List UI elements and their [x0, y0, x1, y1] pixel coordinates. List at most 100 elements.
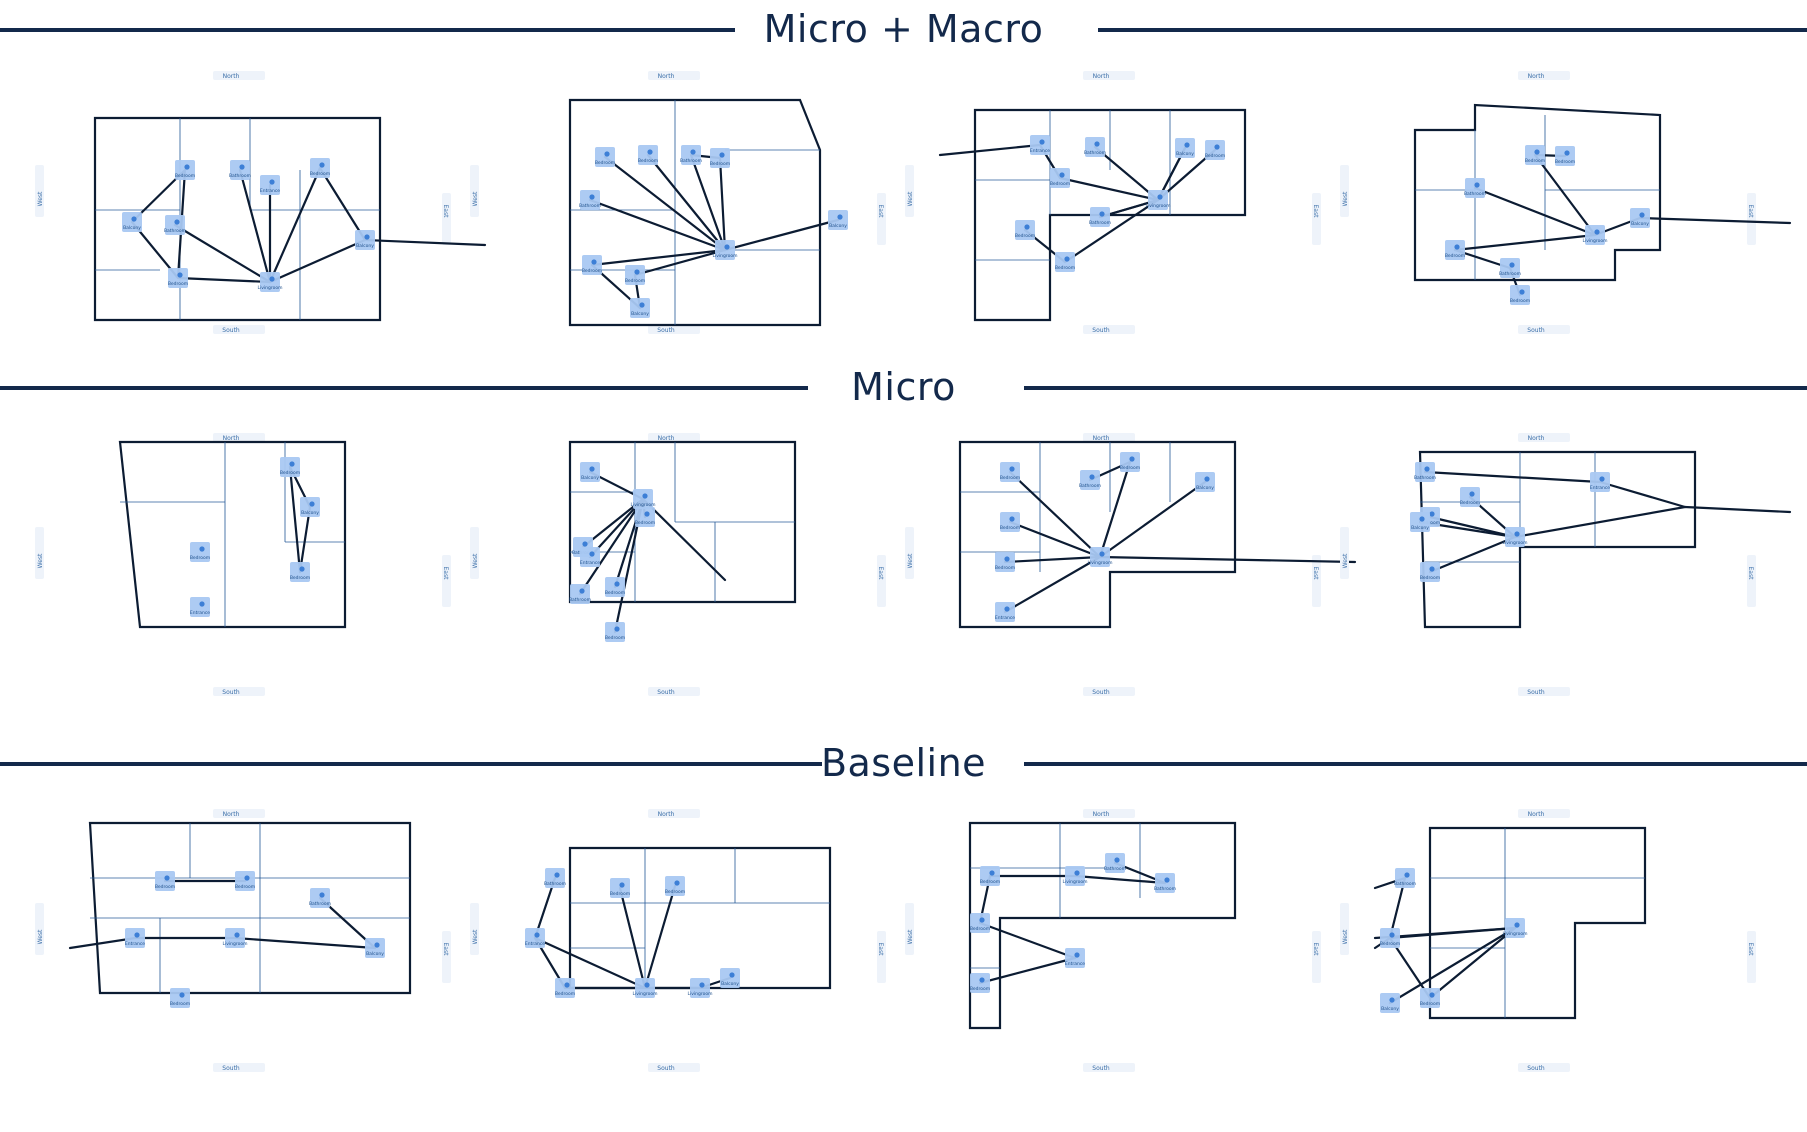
room-node-bedroom[interactable]: Bedroom [1460, 487, 1480, 507]
room-node-bathroom[interactable]: Bathroom [1089, 207, 1111, 227]
room-node-bedroom[interactable]: Bedroom [970, 913, 990, 933]
room-node-bathroom[interactable]: Bathroom [680, 145, 702, 165]
room-node-bedroom[interactable]: Bedroom [995, 552, 1015, 572]
room-node-entrance[interactable]: Entrance [995, 602, 1015, 622]
room-node-bedroom[interactable]: Bedroom [970, 973, 990, 993]
room-node-bathroom[interactable]: Bathroom [1084, 137, 1106, 157]
room-node-bedroom[interactable]: Bedroom [235, 871, 255, 891]
room-node-bedroom[interactable]: Bedroom [280, 457, 300, 477]
room-connection-edge [588, 198, 727, 252]
room-node-balcony[interactable]: Balcony [1195, 472, 1215, 492]
room-node-box [310, 158, 330, 178]
room-node-livingroom[interactable]: Livingroom [687, 978, 713, 998]
room-node-bedroom[interactable]: Bedroom [980, 866, 1000, 886]
room-node-bedroom[interactable]: Bedroom [168, 268, 188, 288]
room-node-bedroom[interactable]: Bedroom [290, 562, 310, 582]
room-node-balcony[interactable]: Balcony [1380, 993, 1400, 1013]
room-node-bathroom[interactable]: Bathroom [579, 190, 601, 210]
room-node-bedroom[interactable]: Bedroom [175, 160, 195, 180]
room-node-bedroom[interactable]: Bedroom [595, 147, 615, 167]
room-node-livingroom[interactable]: Livingroom [632, 978, 658, 998]
room-node-bathroom[interactable]: Bathroom [1464, 178, 1486, 198]
room-node-bedroom[interactable]: Bedroom [1000, 512, 1020, 532]
room-node-entrance[interactable]: Entrance [125, 928, 145, 948]
room-node-livingroom[interactable]: Livingroom [222, 928, 248, 948]
room-node-bedroom[interactable]: Bedroom [635, 507, 655, 527]
room-node-livingroom[interactable]: Livingroom [257, 272, 283, 292]
room-node-bedroom[interactable]: Bedroom [1055, 252, 1075, 272]
room-node-livingroom[interactable]: Livingroom [1145, 190, 1171, 210]
room-node-bedroom[interactable]: Bedroom [1420, 562, 1440, 582]
room-node-bedroom[interactable]: Bedroom [190, 542, 210, 562]
room-node-entrance[interactable]: Entrance [1030, 135, 1050, 155]
room-node-bedroom[interactable]: Bedroom [155, 871, 175, 891]
room-node-livingroom[interactable]: Livingroom [1502, 527, 1528, 547]
room-node-livingroom[interactable]: Livingroom [630, 489, 656, 509]
room-node-livingroom[interactable]: Livingroom [1062, 866, 1088, 886]
room-node-entrance[interactable]: Entrance [260, 175, 280, 195]
room-node-bathroom[interactable]: Bathroom [164, 215, 186, 235]
room-node-bedroom[interactable]: Bedroom [665, 876, 685, 896]
room-node-bedroom[interactable]: Bedroom [1380, 928, 1400, 948]
room-node-balcony[interactable]: Balcony [365, 938, 385, 958]
room-node-bedroom[interactable]: Bedroom [310, 158, 330, 178]
room-node-balcony[interactable]: Balcony [355, 230, 375, 250]
room-node-box [290, 562, 310, 582]
room-node-entrance[interactable]: Entrance [580, 547, 600, 567]
room-node-bedroom[interactable]: Bedroom [1120, 452, 1140, 472]
room-node-bathroom[interactable]: Bathroom [1154, 873, 1176, 893]
room-node-bedroom[interactable]: Bedroom [555, 978, 575, 998]
room-node-label: Bedroom [1460, 500, 1480, 506]
room-node-bathroom[interactable]: Bathroom [1079, 470, 1101, 490]
room-node-dot [234, 932, 240, 938]
room-node-balcony[interactable]: Balcony [1630, 208, 1650, 228]
room-node-bathroom[interactable]: Bathroom [1414, 462, 1436, 482]
room-node-bathroom[interactable]: Bathroom [1104, 853, 1126, 873]
room-connection-edge [1098, 555, 1357, 564]
room-node-bedroom[interactable]: Bedroom [1420, 988, 1440, 1008]
room-node-bedroom[interactable]: Bedroom [710, 148, 730, 168]
room-node-livingroom[interactable]: Livingroom [1087, 547, 1113, 567]
room-node-bedroom[interactable]: Bedroom [638, 145, 658, 165]
room-node-bedroom[interactable]: Bedroom [1015, 220, 1035, 240]
room-node-label: Bedroom [310, 171, 330, 177]
room-node-bedroom[interactable]: Bedroom [1000, 462, 1020, 482]
room-node-bathroom[interactable]: Bathroom [229, 160, 251, 180]
room-node-bedroom[interactable]: Bedroom [1445, 240, 1465, 260]
room-node-bedroom[interactable]: Bedroom [1050, 168, 1070, 188]
room-node-balcony[interactable]: Balcony [580, 462, 600, 482]
compass-west-label: West [472, 929, 479, 944]
room-node-bedroom[interactable]: Bedroom [610, 878, 630, 898]
room-node-livingroom[interactable]: Livingroom [1502, 918, 1528, 938]
room-node-entrance[interactable]: Entrance [190, 597, 210, 617]
room-node-box [190, 597, 210, 617]
room-node-entrance[interactable]: Entrance [1590, 472, 1610, 492]
room-node-bedroom[interactable]: Bedroom [170, 988, 190, 1008]
room-node-bedroom[interactable]: Bedroom [1555, 146, 1575, 166]
room-node-livingroom[interactable]: Livingroom [1582, 225, 1608, 245]
room-node-bedroom[interactable]: Bedroom [1525, 145, 1545, 165]
room-node-bathroom[interactable]: Bathroom [1394, 868, 1416, 888]
room-node-bedroom[interactable]: Bedroom [582, 255, 602, 275]
room-node-bedroom[interactable]: Bedroom [605, 577, 625, 597]
room-node-bathroom[interactable]: Bathroom [569, 584, 591, 604]
room-node-bedroom[interactable]: Bedroom [605, 622, 625, 642]
room-node-balcony[interactable]: Balcony [122, 212, 142, 232]
room-node-bedroom[interactable]: Bedroom [625, 265, 645, 285]
room-node-bedroom[interactable]: Bedroom [1205, 140, 1225, 160]
room-node-entrance[interactable]: Entrance [1065, 948, 1085, 968]
room-node-entrance[interactable]: Entrance [525, 928, 545, 948]
room-node-balcony[interactable]: Balcony [300, 497, 320, 517]
room-node-bathroom[interactable]: Bathroom [544, 868, 566, 888]
room-node-balcony[interactable]: Balcony [720, 968, 740, 988]
room-node-livingroom[interactable]: Livingroom [712, 240, 738, 260]
room-connection-edge [533, 936, 647, 990]
room-node-balcony[interactable]: Balcony [630, 298, 650, 318]
room-node-balcony[interactable]: Balcony [828, 210, 848, 230]
room-node-bathroom[interactable]: Bathroom [1499, 258, 1521, 278]
room-node-bathroom[interactable]: Bathroom [309, 888, 331, 908]
room-node-balcony[interactable]: Balcony [1175, 138, 1195, 158]
room-node-bedroom[interactable]: Bedroom [1510, 285, 1530, 305]
room-node-balcony[interactable]: Balcony [1410, 512, 1430, 532]
room-connection-edge [978, 921, 1077, 960]
